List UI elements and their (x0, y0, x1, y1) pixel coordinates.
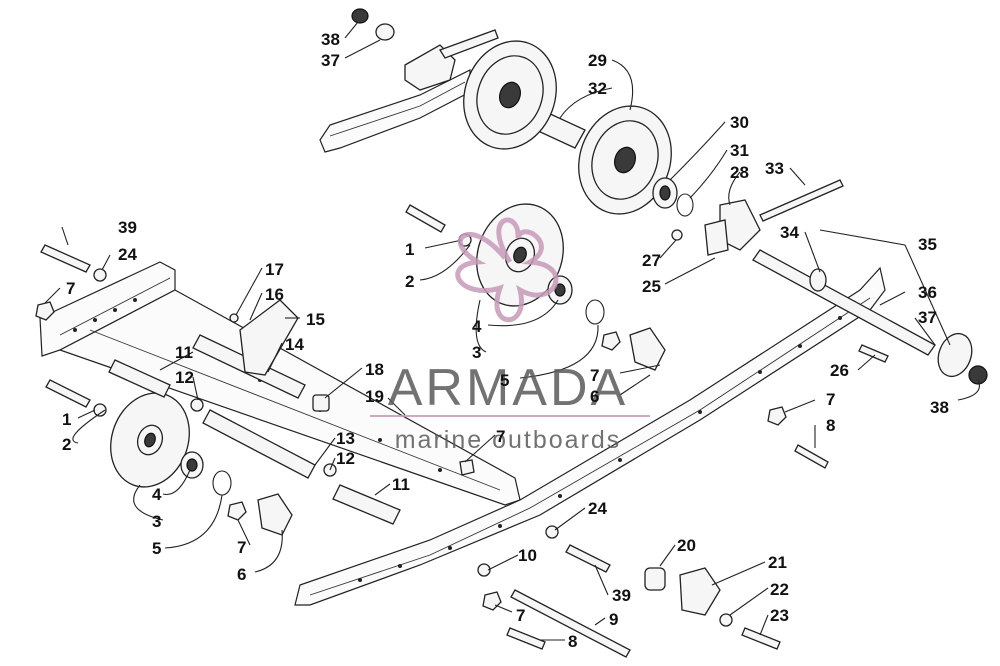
callout-2-left: 2 (62, 435, 71, 454)
callout-25: 25 (642, 277, 661, 296)
callout-4: 4 (472, 317, 482, 336)
callout-38: 38 (321, 30, 340, 49)
callout-34: 34 (780, 223, 799, 242)
callout-1: 1 (405, 240, 414, 259)
adjuster-bolt-33 (759, 179, 844, 222)
callout-labels: 38 37 29 32 30 31 28 33 34 35 27 25 36 3… (62, 30, 949, 651)
bushing-11-bottom (332, 484, 401, 525)
callout-36: 36 (918, 283, 937, 302)
bearing-4-left (180, 451, 204, 479)
callout-19: 19 (365, 387, 384, 406)
left-wheel-3 (110, 392, 190, 488)
callout-24-lower: 24 (588, 499, 607, 518)
callout-38-right: 38 (930, 398, 949, 417)
callout-12: 12 (175, 368, 194, 387)
leader-lines (44, 21, 980, 641)
rear-shock-block-21 (679, 567, 721, 616)
cross-shaft-13 (202, 409, 316, 479)
callout-10: 10 (518, 546, 537, 565)
arm-15 (239, 299, 299, 376)
bearing-30 (652, 177, 678, 209)
callout-5-left: 5 (152, 539, 161, 558)
callout-26: 26 (830, 361, 849, 380)
bushing-11-top (108, 359, 171, 398)
armada-propeller-logo (455, 217, 559, 323)
spacer-20 (644, 567, 666, 591)
callout-3: 3 (472, 343, 481, 362)
callout-31: 31 (730, 141, 749, 160)
callout-1-left: 1 (62, 410, 71, 429)
long-bolt-9 (510, 589, 631, 658)
rear-shaft-34 (752, 249, 936, 356)
spacer-6-left (257, 493, 293, 536)
callout-29: 29 (588, 51, 607, 70)
armada-watermark: ARMADA marine outboards (370, 217, 650, 454)
callout-22: 22 (770, 580, 789, 599)
callout-13: 13 (336, 429, 355, 448)
callout-9: 9 (609, 610, 618, 629)
callout-8: 8 (826, 416, 835, 435)
callout-24: 24 (118, 245, 137, 264)
callout-39-lower: 39 (612, 586, 631, 605)
snap-ring-5-center (585, 299, 605, 325)
callout-8-lower: 8 (568, 632, 577, 651)
callout-7-lower-left: 7 (237, 538, 246, 557)
callout-11-lower: 11 (392, 475, 410, 494)
callout-14: 14 (285, 335, 304, 354)
callout-39: 39 (118, 218, 137, 237)
callout-7-lower: 7 (516, 606, 525, 625)
upper-rail-section (319, 69, 471, 153)
callout-17: 17 (265, 260, 284, 279)
callout-7-mid: 7 (496, 427, 505, 446)
snap-ring-31 (676, 193, 694, 217)
callout-12-lower: 12 (336, 449, 355, 468)
snap-ring-5-left (212, 470, 232, 496)
callout-11: 11 (175, 343, 193, 362)
callout-6: 6 (590, 387, 599, 406)
idler-wheel-29-left (463, 40, 557, 150)
callout-7: 7 (826, 390, 835, 409)
callout-37-right: 37 (918, 308, 937, 327)
callout-28: 28 (730, 163, 749, 182)
callout-21: 21 (768, 553, 787, 572)
callout-15: 15 (306, 310, 325, 329)
callout-30: 30 (730, 113, 749, 132)
watermark-brand: ARMADA (388, 359, 628, 417)
left-slide-rail (39, 261, 521, 506)
callout-27: 27 (642, 251, 661, 270)
callout-16: 16 (265, 285, 284, 304)
axle-bracket-38-37 (351, 8, 499, 91)
callout-32: 32 (588, 79, 607, 98)
callout-20: 20 (677, 536, 696, 555)
callout-4-left: 4 (152, 485, 162, 504)
watermark-logo-shape (455, 217, 559, 323)
callout-37: 37 (321, 51, 340, 70)
callout-18: 18 (365, 360, 384, 379)
callout-3-left: 3 (152, 512, 161, 531)
idler-wheel-29-right (578, 105, 672, 215)
watermark-tagline: marine outboards (395, 426, 622, 454)
callout-33: 33 (765, 159, 784, 178)
spacer-18 (312, 394, 330, 412)
idler-cap-37-38 (937, 332, 988, 385)
callout-23: 23 (770, 606, 789, 625)
callout-7-center: 7 (590, 366, 599, 385)
bolts-and-fasteners (35, 204, 889, 650)
callout-6-left: 6 (237, 565, 246, 584)
callout-7-left: 7 (66, 279, 75, 298)
callout-5: 5 (500, 371, 509, 390)
spacer-6-center (629, 327, 666, 371)
right-slide-rail (294, 266, 886, 606)
adjuster-block-28 (704, 199, 761, 256)
callout-2: 2 (405, 272, 414, 291)
callout-35: 35 (918, 235, 937, 254)
